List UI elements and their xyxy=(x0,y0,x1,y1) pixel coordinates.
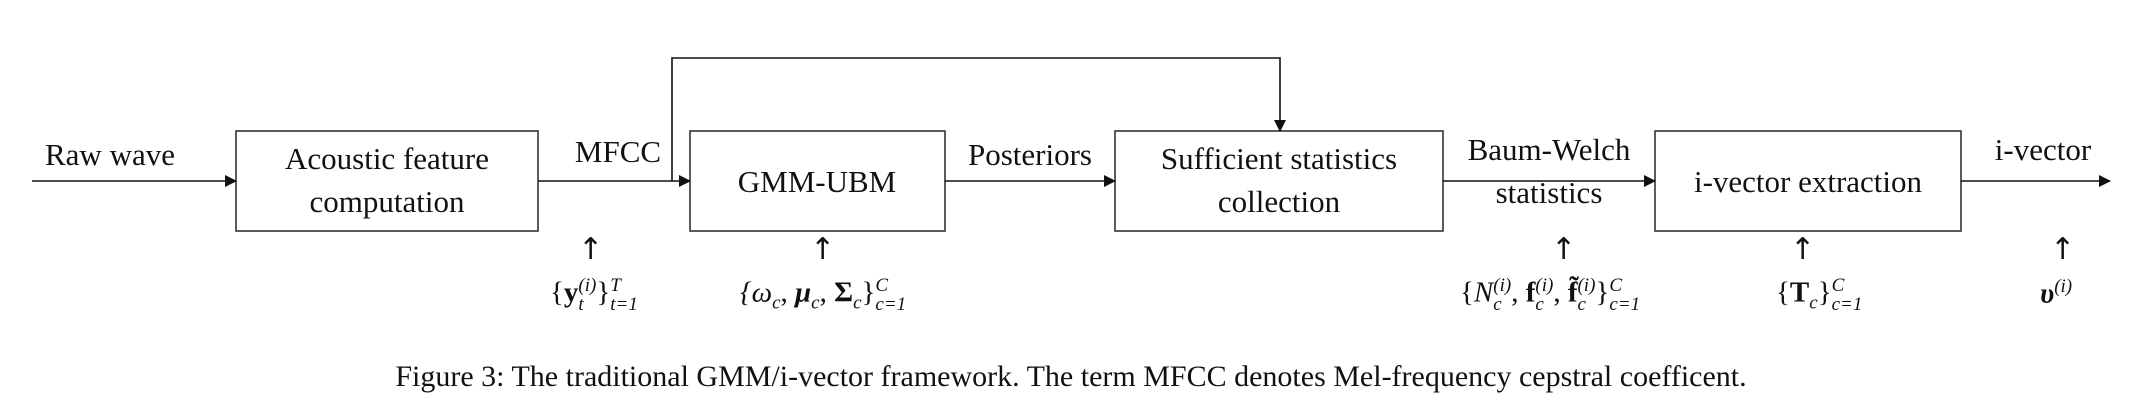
figure-caption: Figure 3: The traditional GMM/i-vector f… xyxy=(395,360,1747,393)
ivector-up-arrow: ↑ xyxy=(2050,232,2076,267)
raw-wave-label: Raw wave xyxy=(45,137,175,172)
posteriors-label: Posteriors xyxy=(968,137,1092,172)
ivector-extraction-label: i-vector extraction xyxy=(1694,164,1923,199)
suff-stats-box-line2: collection xyxy=(1218,184,1341,219)
gmm-ubm-label: GMM-UBM xyxy=(738,164,896,199)
mfcc-features-up-arrow: ↑ xyxy=(578,232,604,267)
acoustic-box-line1: Acoustic feature xyxy=(285,141,489,176)
t-matrix-up-arrow: ↑ xyxy=(1790,232,1816,267)
baum-welch-label-line1: Baum-Welch xyxy=(1468,132,1631,167)
mfcc-skip-connection xyxy=(671,57,1286,181)
ubm-params-up-arrow: ↑ xyxy=(810,232,836,267)
baum-welch-label-line2: statistics xyxy=(1496,175,1603,210)
mfcc-label: MFCC xyxy=(575,134,661,169)
suff-stats-box-line1: Sufficient statistics xyxy=(1161,141,1397,176)
ivector-math: υ(i) xyxy=(2040,276,2073,310)
acoustic-box-line2: computation xyxy=(310,184,465,219)
ivector-output-label: i-vector xyxy=(1995,132,2092,167)
bw-stats-up-arrow: ↑ xyxy=(1551,232,1577,267)
